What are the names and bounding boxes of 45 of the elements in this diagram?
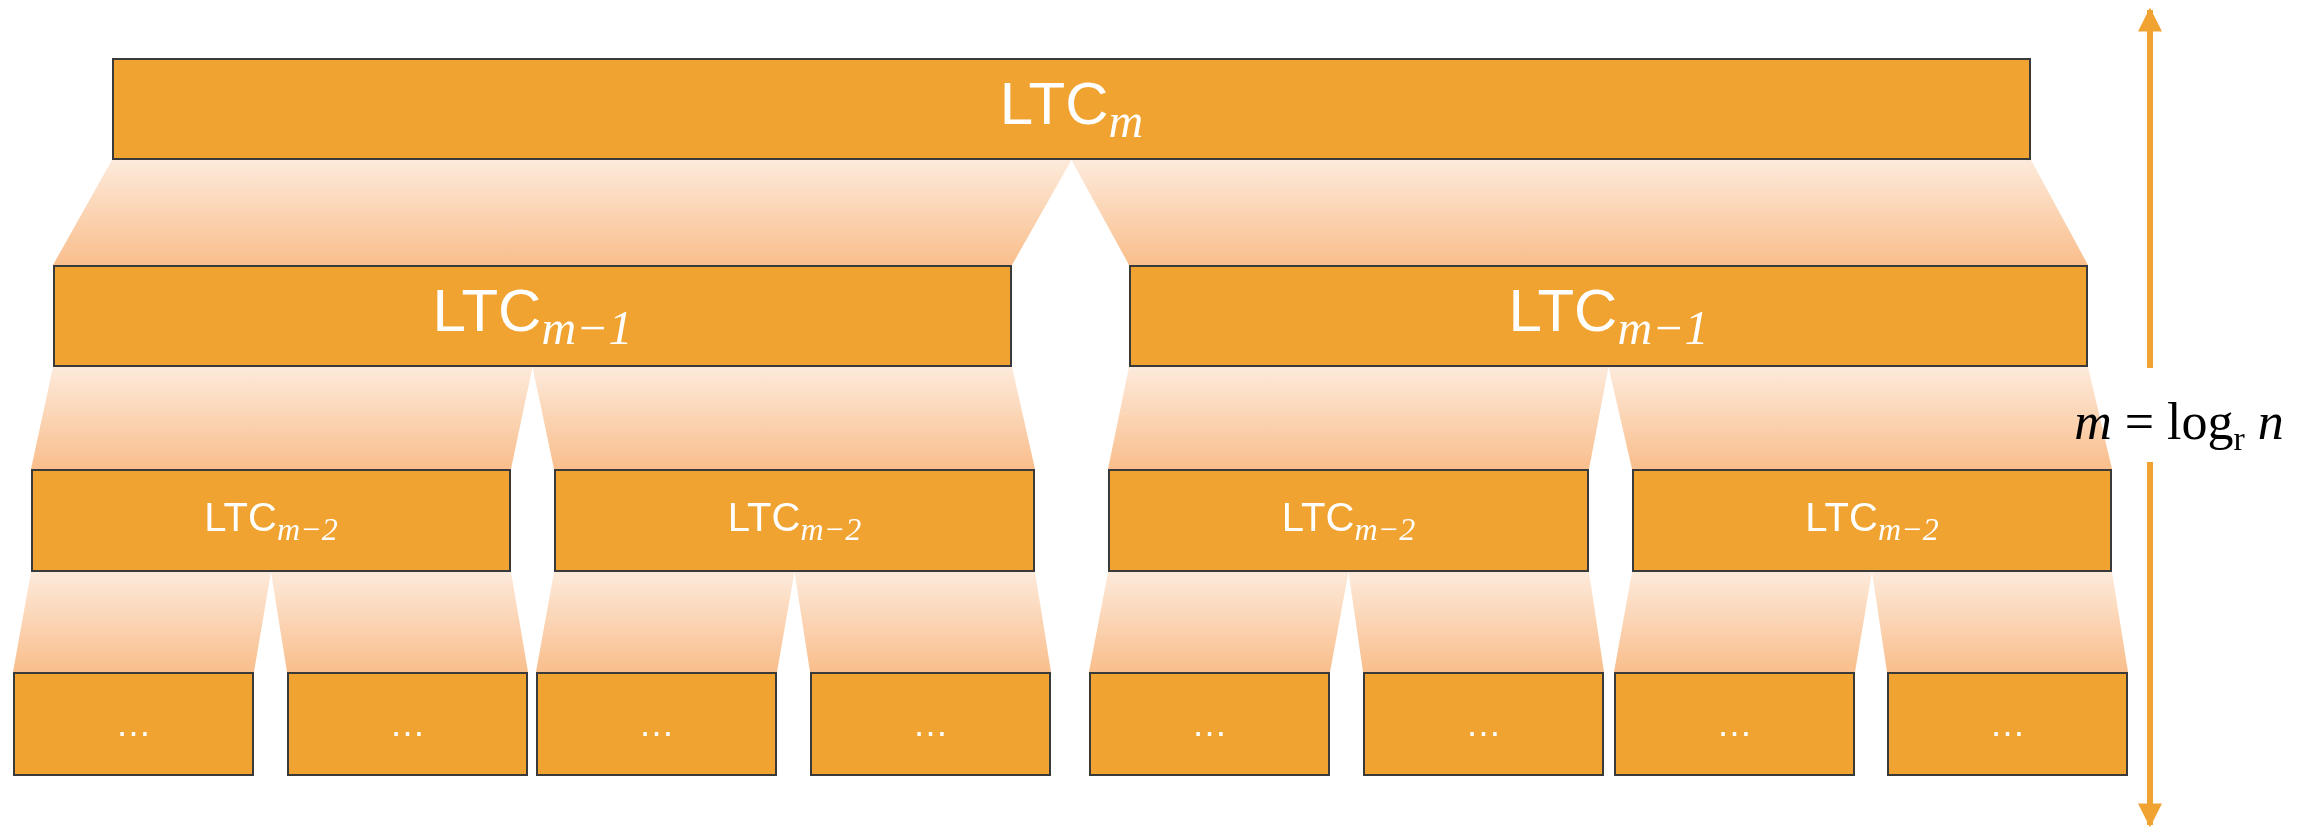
node-label: … — [389, 706, 426, 742]
node-label: LTC$_{m−2}$ — [727, 496, 862, 545]
node-label: LTC$_{m−1}$ — [432, 280, 633, 352]
tree-node-box — [554, 469, 1035, 572]
connector-funnel — [1872, 572, 2128, 672]
tree-node-box — [1632, 469, 2112, 572]
tree-node-box — [1089, 672, 1330, 776]
connector-funnel — [53, 160, 1072, 265]
tree-node-box — [536, 672, 777, 776]
connector-funnel — [532, 367, 1035, 469]
tree-node-box — [1614, 672, 1855, 776]
node-label: LTC$_{m−2}$ — [1281, 496, 1416, 545]
height-formula: m = log$_{r}$ n — [2073, 392, 2285, 459]
tree-node-box — [1887, 672, 2128, 776]
tree-node-box — [810, 672, 1051, 776]
tree-node-box — [31, 469, 511, 572]
node-label: … — [115, 706, 152, 742]
node-label: LTC$_{m−1}$ — [1508, 280, 1709, 352]
tree-node-box — [53, 265, 1012, 367]
connector-funnel — [1071, 160, 2088, 265]
tree-node-box — [287, 672, 528, 776]
tree-node-box — [1108, 469, 1589, 572]
node-label: LTC$_{m−2}$ — [1805, 496, 1939, 545]
tree-node-box — [112, 58, 2031, 160]
node-label: … — [1465, 706, 1502, 742]
connector-funnel — [1614, 572, 1872, 672]
connector-funnel — [13, 572, 271, 672]
tree-node-box — [13, 672, 254, 776]
connector-funnel — [1608, 367, 2112, 469]
node-label: … — [912, 706, 949, 742]
node-label: LTC$_{m}$ — [999, 73, 1144, 145]
node-label: … — [1716, 706, 1753, 742]
connector-funnel — [31, 367, 533, 469]
connector-funnel — [1108, 367, 1609, 469]
node-label: … — [638, 706, 675, 742]
connector-funnel — [794, 572, 1051, 672]
tree-node-box — [1363, 672, 1604, 776]
tree-node-box — [1129, 265, 2088, 367]
node-label: LTC$_{m−2}$ — [204, 496, 338, 545]
connector-funnel — [1089, 572, 1349, 672]
node-label: … — [1191, 706, 1228, 742]
node-label: … — [1989, 706, 2026, 742]
connector-funnel — [536, 572, 795, 672]
connector-funnel — [1348, 572, 1604, 672]
connector-funnel — [271, 572, 528, 672]
